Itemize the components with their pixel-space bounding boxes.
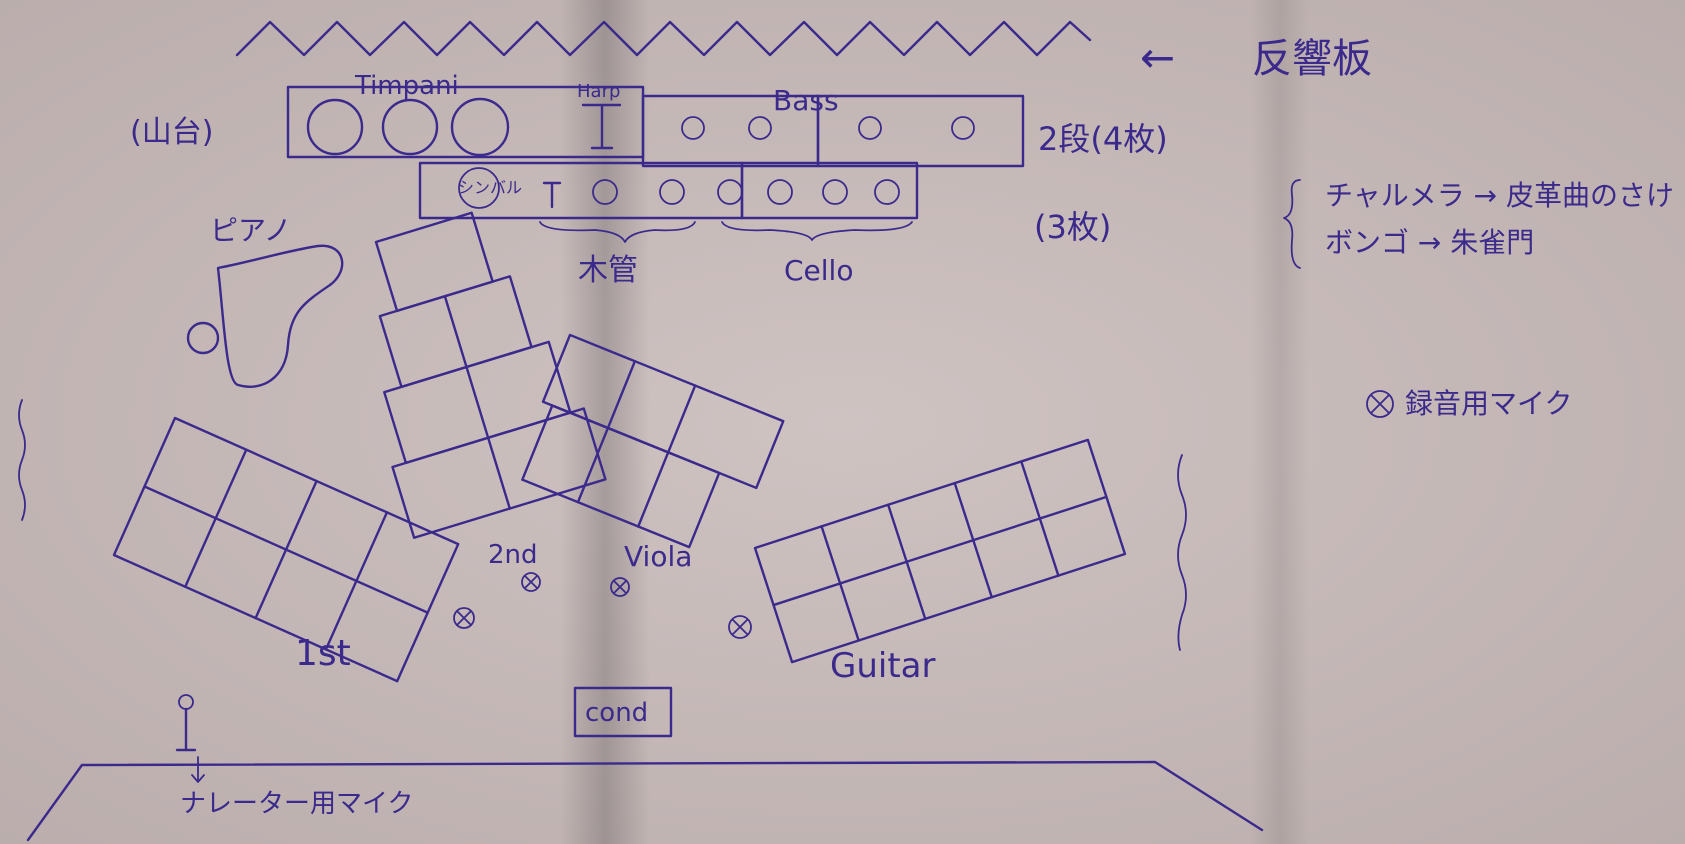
guitar-label: Guitar <box>830 646 936 686</box>
viola-label: Viola <box>624 540 692 573</box>
reflector-label: 反響板 <box>1252 36 1372 82</box>
second-violin-label: 2nd <box>488 540 538 570</box>
harp-label: Harp <box>577 81 620 102</box>
paper-fold-shadow-right <box>1250 0 1310 844</box>
timpani-label: Timpani <box>354 71 459 101</box>
tiers3-label: (3枚) <box>1034 208 1111 246</box>
tiers-label: 2段(4枚) <box>1038 120 1168 158</box>
piano-label: ピアノ <box>210 214 291 247</box>
note-line-1: チャルメラ → 皮革曲のさけ <box>1325 179 1674 212</box>
cello-label: Cello <box>784 254 853 287</box>
narrator-mic-label: ナレーター用マイク <box>180 789 413 819</box>
bass-label: Bass <box>773 84 839 117</box>
conductor-label: cond <box>585 698 648 728</box>
reflector-arrow: ← <box>1140 33 1175 82</box>
cymbal-label: シンバル <box>458 178 522 197</box>
left-note: (山台) <box>130 115 213 150</box>
first-violin-label: 1st <box>295 633 351 674</box>
note-line-2: ボンゴ → 朱雀門 <box>1325 226 1534 259</box>
rec-mic-legend-label: 録音用マイク <box>1405 387 1572 420</box>
woodwind-label: 木管 <box>578 253 638 288</box>
